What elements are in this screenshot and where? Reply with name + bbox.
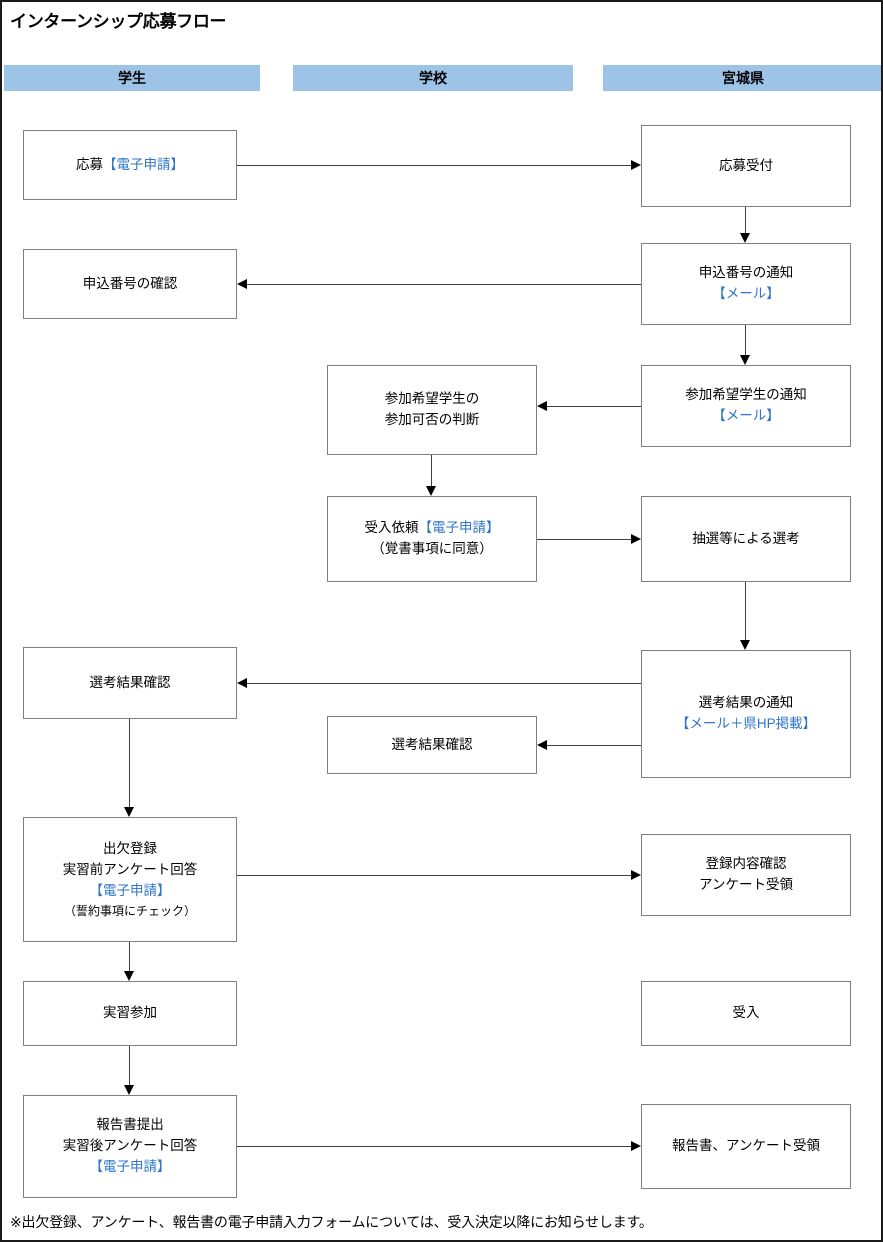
node-acceptance-request[interactable]: 受入依頼【電子申請】 （覚書事項に同意） <box>327 496 537 582</box>
node-report-submission[interactable]: 報告書提出 実習後アンケート回答 【電子申請】 <box>23 1095 237 1198</box>
arrowhead-n5-n6 <box>537 401 547 411</box>
connector-n2-n3 <box>745 207 747 233</box>
node-n6-line1: 参加可否の判断 <box>384 412 480 427</box>
node-n8-line0: 抽選等による選考 <box>692 530 800 546</box>
node-n9-line1: 【メール＋県HP掲載】 <box>675 716 817 731</box>
node-n11-line0: 選考結果確認 <box>391 736 473 752</box>
arrowhead-n12-n13 <box>631 870 641 880</box>
node-school-selection-result-check[interactable]: 選考結果確認 <box>327 716 537 774</box>
node-participant-list-notice[interactable]: 参加希望学生の通知 【メール】 <box>641 365 851 447</box>
connector-n16-n17 <box>237 1146 631 1148</box>
arrowhead-n6-n7 <box>426 486 436 496</box>
node-n16-line1: 実習後アンケート回答 <box>62 1138 198 1154</box>
node-n9-line0: 選考結果の通知 <box>698 695 794 711</box>
node-n16-line0: 報告書提出 <box>96 1117 164 1133</box>
node-student-selection-result-check[interactable]: 選考結果確認 <box>23 647 237 719</box>
node-application-submit[interactable]: 応募【電子申請】 <box>23 130 237 200</box>
column-header-prefecture: 宮城県 <box>603 65 881 91</box>
arrowhead-n9-n11 <box>537 740 547 750</box>
node-selection-result-notice[interactable]: 選考結果の通知 【メール＋県HP掲載】 <box>641 650 851 778</box>
arrowhead-n10-n12 <box>124 807 134 817</box>
node-application-number-check[interactable]: 申込番号の確認 <box>23 249 237 319</box>
node-lottery-selection[interactable]: 抽選等による選考 <box>641 496 851 582</box>
node-n12-line3: （誓約事項にチェック） <box>63 903 196 918</box>
node-acceptance[interactable]: 受入 <box>641 981 851 1046</box>
connector-n9-n10 <box>247 683 641 685</box>
node-n14-line0: 実習参加 <box>103 1005 157 1021</box>
node-n7-line1: （覚書事項に同意） <box>371 541 493 556</box>
node-application-receipt[interactable]: 応募受付 <box>641 125 851 207</box>
connector-n12-n14 <box>129 942 131 971</box>
node-n13-line1: アンケート受領 <box>699 877 793 892</box>
connector-n14-n16 <box>129 1046 131 1085</box>
page-title: インターンシップ応募フロー <box>10 12 227 31</box>
connector-n10-n12 <box>129 719 131 807</box>
column-header-student: 学生 <box>4 65 260 91</box>
arrowhead-n16-n17 <box>631 1141 641 1151</box>
arrowhead-n12-n14 <box>124 971 134 981</box>
arrowhead-n14-n16 <box>124 1085 134 1095</box>
arrowhead-n7-n8 <box>631 534 641 544</box>
node-attendance-registration[interactable]: 出欠登録 実習前アンケート回答 【電子申請】 （誓約事項にチェック） <box>23 817 237 942</box>
node-n12-line0: 出欠登録 <box>103 840 157 856</box>
node-n5-line0: 参加希望学生の通知 <box>685 387 807 403</box>
node-school-participation-decision[interactable]: 参加希望学生の 参加可否の判断 <box>327 365 537 455</box>
node-report-receipt[interactable]: 報告書、アンケート受領 <box>641 1104 851 1189</box>
arrowhead-n3-n4 <box>237 279 247 289</box>
node-n12-line1: 実習前アンケート回答 <box>62 861 198 877</box>
connector-n8-n9 <box>745 582 747 640</box>
arrowhead-n8-n9 <box>740 640 750 650</box>
node-n5-line1: 【メール】 <box>712 408 780 423</box>
node-n1-line: 応募【電子申請】 <box>76 156 184 172</box>
node-n17-line0: 報告書、アンケート受領 <box>672 1138 820 1154</box>
node-internship-participation[interactable]: 実習参加 <box>23 981 237 1046</box>
connector-n6-n7 <box>431 455 433 486</box>
connector-n3-n4 <box>247 284 641 286</box>
node-n6-line0: 参加希望学生の <box>384 391 480 407</box>
node-n3-line0: 申込番号の通知 <box>698 265 794 281</box>
node-n7-line0: 受入依頼【電子申請】 <box>364 520 500 536</box>
connector-n12-n13 <box>237 875 631 877</box>
node-registration-content-check[interactable]: 登録内容確認 アンケート受領 <box>641 834 851 916</box>
node-n12-line2: 【電子申請】 <box>89 882 171 898</box>
node-n2-line0: 応募受付 <box>719 157 773 173</box>
arrowhead-n3-n5 <box>740 355 750 365</box>
arrowhead-n2-n3 <box>740 233 750 243</box>
arrowhead-n9-n10 <box>237 678 247 688</box>
node-n15-line0: 受入 <box>732 1005 760 1021</box>
connector-n9-n11 <box>547 745 641 747</box>
node-n13-line0: 登録内容確認 <box>705 856 787 872</box>
node-n4-line0: 申込番号の確認 <box>82 275 178 291</box>
node-n10-line0: 選考結果確認 <box>89 674 171 690</box>
footnote-text: ※出欠登録、アンケート、報告書の電子申請入力フォームについては、受入決定以降にお… <box>10 1214 653 1230</box>
node-n3-line1: 【メール】 <box>712 286 780 301</box>
node-application-number-notice[interactable]: 申込番号の通知 【メール】 <box>641 243 851 325</box>
connector-n5-n6 <box>547 406 641 408</box>
connector-n3-n5 <box>745 325 747 355</box>
column-header-school: 学校 <box>293 65 573 91</box>
connector-n1-n2 <box>237 165 631 167</box>
arrowhead-n1-n2 <box>631 160 641 170</box>
node-n16-line2: 【電子申請】 <box>89 1158 171 1174</box>
connector-n7-n8 <box>537 539 631 541</box>
